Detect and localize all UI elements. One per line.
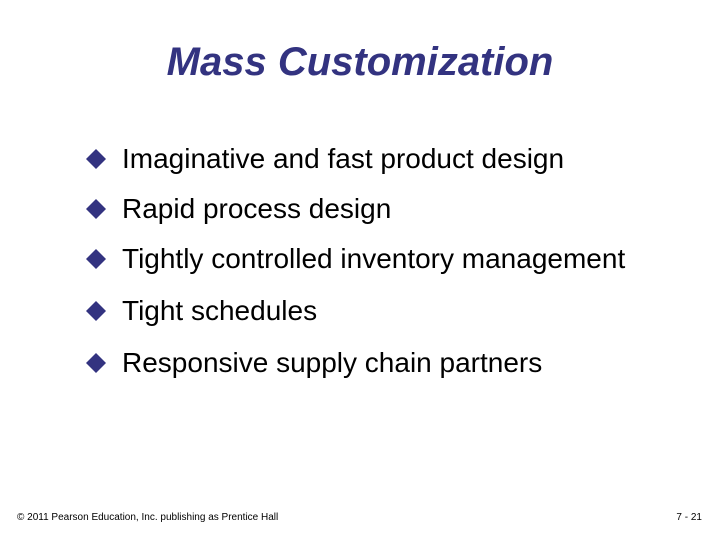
- bullet-item: Imaginative and fast product design: [84, 142, 684, 176]
- bullet-item: Responsive supply chain partners: [84, 346, 684, 380]
- copyright-text: © 2011 Pearson Education, Inc. publishin…: [17, 512, 279, 523]
- bullet-item: Rapid process design: [84, 192, 684, 226]
- bullet-text: Tight schedules: [122, 295, 318, 326]
- bullet-text: Tightly controlled inventory management: [122, 243, 626, 274]
- slide-title: Mass Customization: [166, 40, 554, 84]
- bullet-item: Tight schedules: [84, 294, 684, 328]
- bullet-text: Responsive supply chain partners: [122, 347, 543, 378]
- diamond-icon: [86, 249, 106, 269]
- diamond-icon: [86, 199, 106, 219]
- diamond-icon: [86, 149, 106, 169]
- bullet-list: Imaginative and fast product design Rapi…: [84, 142, 684, 398]
- bullet-text: Imaginative and fast product design: [122, 143, 565, 174]
- footer: © 2011 Pearson Education, Inc. publishin…: [0, 512, 720, 524]
- diamond-icon: [86, 301, 106, 321]
- bullet-text: Rapid process design: [122, 193, 392, 224]
- diamond-icon: [86, 353, 106, 373]
- page-number: 7 - 21: [676, 512, 702, 523]
- bullet-item: Tightly controlled inventory management: [84, 242, 684, 276]
